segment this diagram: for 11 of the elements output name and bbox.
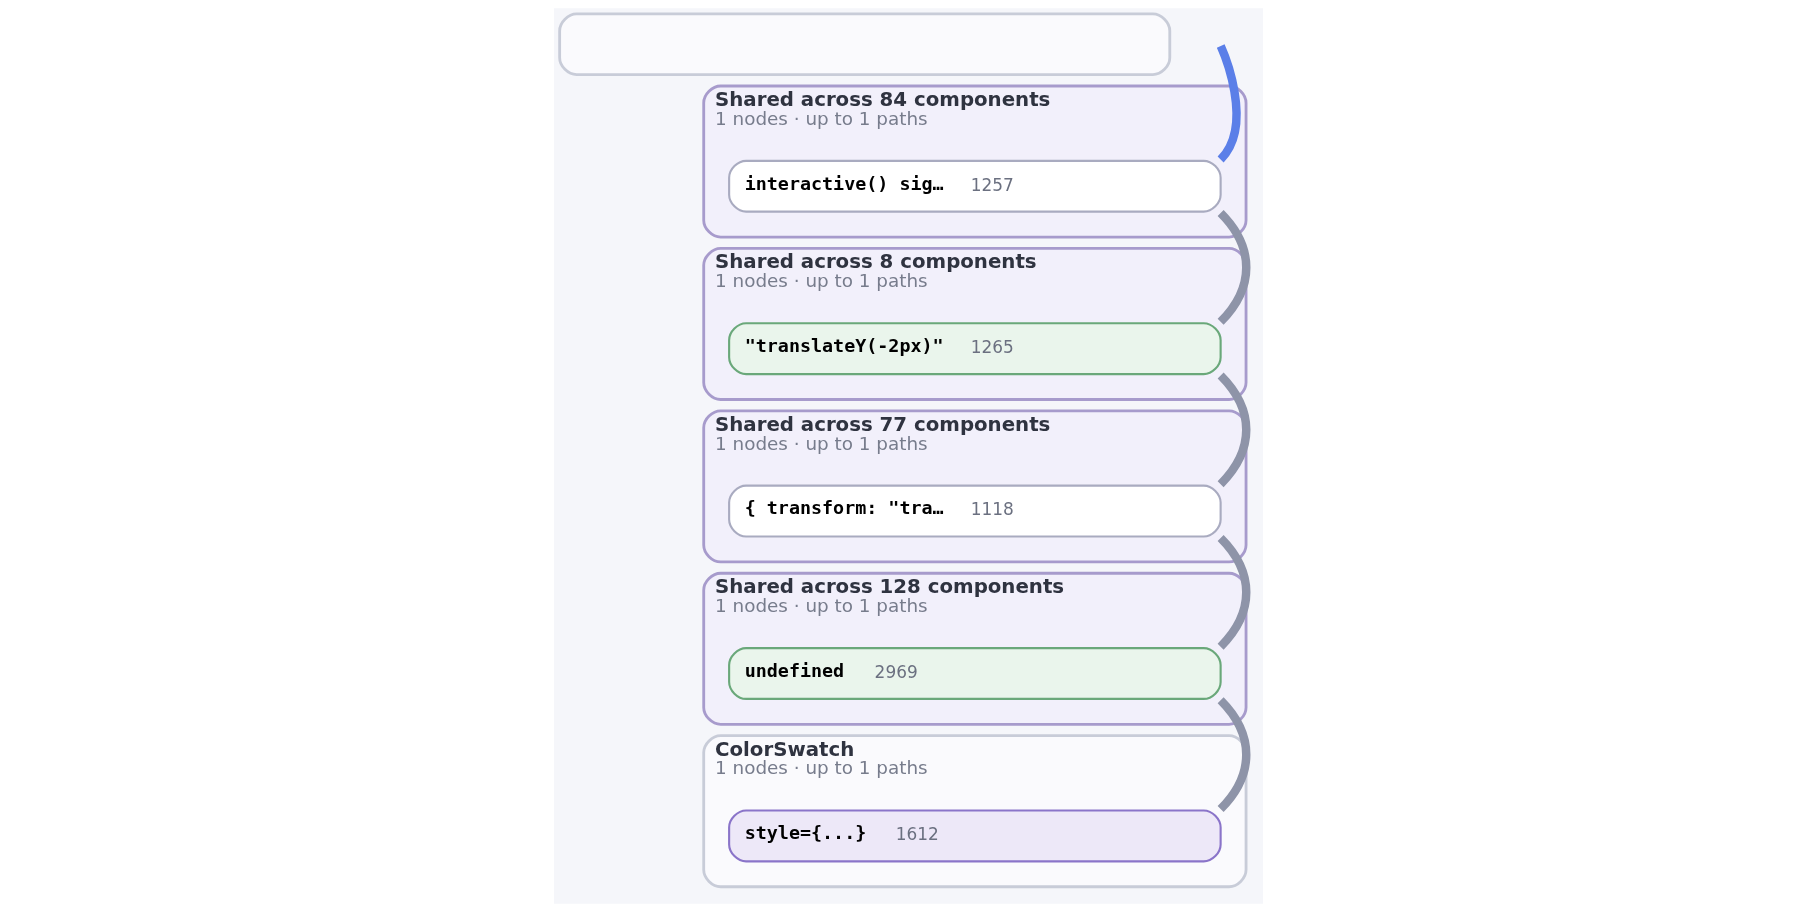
node-box: interactive() sig… 1257 (727, 159, 1222, 213)
connector (1217, 535, 1250, 650)
node-box (557, 12, 1171, 77)
node-box: style={...} 1612 (727, 809, 1222, 863)
node-box: { transform: "tra… 1118 (727, 484, 1222, 538)
connector (1217, 372, 1250, 488)
node-box: "translateY(-2px)" 1265 (727, 322, 1222, 376)
node-box: undefined 2969 (727, 647, 1222, 700)
connector (1217, 210, 1250, 325)
connector (1217, 697, 1250, 812)
connector (1216, 44, 1241, 162)
